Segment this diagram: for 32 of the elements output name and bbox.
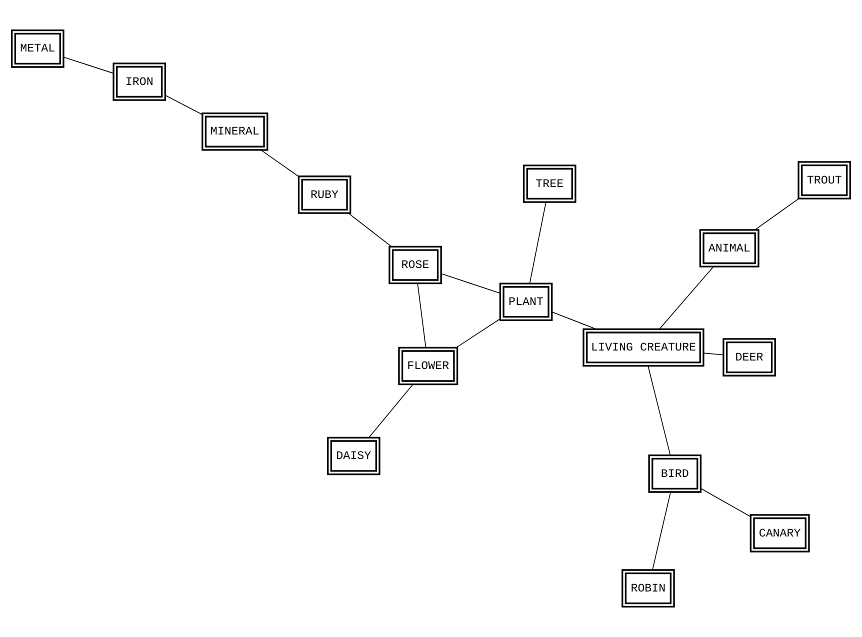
connector bbox=[652, 492, 672, 570]
connector bbox=[348, 212, 392, 248]
node-box: MINERAL bbox=[202, 112, 268, 151]
connector bbox=[529, 202, 546, 284]
node-box: RUBY bbox=[298, 176, 352, 214]
connector bbox=[700, 488, 751, 518]
connector bbox=[368, 384, 414, 438]
node-box: METAL bbox=[11, 30, 64, 68]
connector bbox=[648, 365, 671, 456]
connector bbox=[703, 352, 724, 356]
node-box: FLOWER bbox=[398, 346, 458, 386]
node-box: ROSE bbox=[388, 246, 442, 284]
connector bbox=[659, 266, 714, 330]
connector bbox=[63, 56, 114, 74]
node-box: DAISY bbox=[327, 436, 380, 476]
node-box: BIRD bbox=[648, 454, 702, 493]
connector bbox=[417, 283, 426, 348]
node-box: TREE bbox=[522, 164, 576, 203]
node-box: IRON bbox=[112, 62, 166, 101]
connector bbox=[552, 312, 597, 330]
node-box: CANARY bbox=[750, 514, 810, 552]
node-box: ANIMAL bbox=[699, 229, 760, 268]
node-box: PLANT bbox=[499, 282, 553, 322]
connector bbox=[260, 150, 299, 177]
connector bbox=[440, 273, 500, 294]
connector bbox=[456, 318, 500, 348]
node-box: LIVING CREATURE bbox=[582, 328, 704, 367]
node-box: DEER bbox=[722, 338, 776, 376]
connector bbox=[754, 198, 800, 230]
node-box: TROUT bbox=[798, 161, 851, 200]
node-box: ROBIN bbox=[622, 569, 675, 608]
connector bbox=[164, 94, 203, 115]
